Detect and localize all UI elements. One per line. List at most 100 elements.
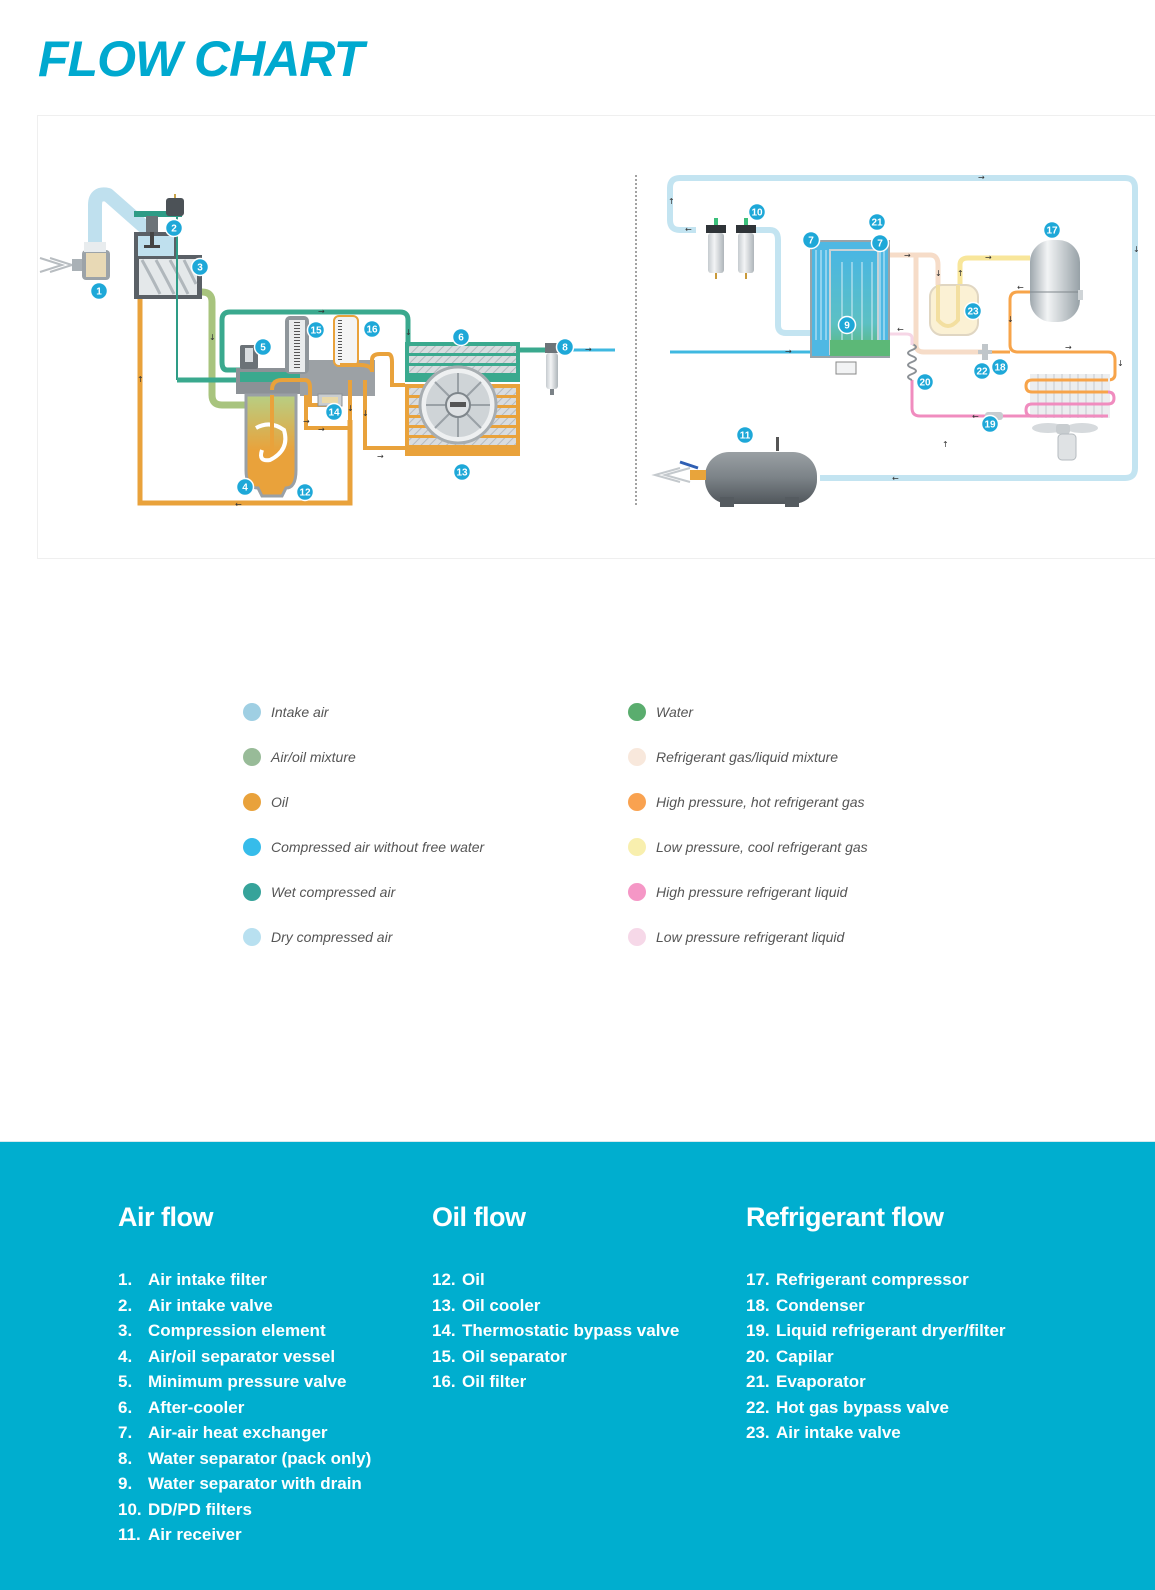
badge-number: 21 <box>871 218 883 229</box>
legend-item: Refrigerant gas/liquid mixture <box>628 747 838 767</box>
flow-arrow-icon: ↓ <box>1117 359 1124 368</box>
flow-arrow-icon: ← <box>972 412 979 421</box>
badge-number: 23 <box>967 307 979 318</box>
badge-circle <box>190 257 210 277</box>
flow-arrow-icon: → <box>978 173 985 182</box>
badge-circle <box>747 202 767 222</box>
badge-number: 8 <box>562 343 568 354</box>
flow-arrow-icon: ← <box>235 500 242 509</box>
callout-badge: 23 <box>963 301 983 321</box>
part-label: Liquid refrigerant dryer/filter <box>776 1321 1006 1340</box>
part-label: Refrigerant compressor <box>776 1270 969 1289</box>
part-list-item: 4.Air/oil separator vessel <box>118 1344 371 1370</box>
legend-item: Dry compressed air <box>243 927 392 947</box>
part-list-item: 6.After-cooler <box>118 1395 371 1421</box>
legend-item: Water <box>628 702 693 722</box>
part-label: Capilar <box>776 1346 834 1366</box>
outlet-arrow-icon <box>651 467 691 483</box>
callout-badge: 22 <box>972 361 992 381</box>
legend-item: Wet compressed air <box>243 882 395 902</box>
part-label: Compression element <box>148 1321 326 1340</box>
flow-arrow-icon: ↓ <box>209 333 216 342</box>
part-label: Oil filter <box>462 1372 527 1391</box>
hot-gas-bypass-valve <box>978 344 992 360</box>
legend-swatch <box>243 793 261 811</box>
callout-badge: 12 <box>295 482 315 502</box>
part-label: Thermostatic bypass valve <box>462 1321 680 1340</box>
part-list-item: 2.Air intake valve <box>118 1293 371 1319</box>
oil-filter <box>333 315 359 367</box>
part-number: 9. <box>118 1474 133 1493</box>
legend-item: Low pressure refrigerant liquid <box>628 927 844 947</box>
legend-label: Intake air <box>271 704 329 720</box>
callout-badge: 3 <box>190 257 210 277</box>
badge-number: 7 <box>808 236 814 247</box>
part-number: 20. <box>746 1346 770 1366</box>
part-list-item: 19.Liquid refrigerant dryer/filter <box>746 1318 1006 1344</box>
part-list-item: 7.Air-air heat exchanger <box>118 1420 371 1446</box>
badge-circle <box>306 320 326 340</box>
flow-arrow-icon: ← <box>892 474 899 483</box>
badge-circle <box>324 402 344 422</box>
flow-arrow-icon: ↓ <box>1007 315 1014 324</box>
refrigerant-flow-column: Refrigerant flow 17.Refrigerant compress… <box>746 1202 1006 1446</box>
legend-swatch <box>243 883 261 901</box>
badge-number: 14 <box>328 408 340 419</box>
flow-arrow-icon: → <box>303 417 310 426</box>
part-label: Air intake filter <box>148 1270 268 1289</box>
badge-number: 4 <box>242 483 248 494</box>
badge-number: 6 <box>458 333 464 344</box>
part-label: Air/oil separator vessel <box>148 1346 336 1366</box>
callout-badge: 18 <box>990 357 1010 377</box>
badge-circle <box>801 230 821 250</box>
badge-circle <box>837 315 857 335</box>
badge-number: 13 <box>456 468 468 479</box>
callout-badge: 1 <box>89 281 109 301</box>
flow-arrow-icon: → <box>1065 343 1072 352</box>
refrigerant-flow-heading: Refrigerant flow <box>746 1202 944 1232</box>
part-list-item: 1.Air intake filter <box>118 1267 371 1293</box>
badge-circle <box>980 414 1000 434</box>
part-number: 22. <box>746 1397 770 1417</box>
part-number: 5. <box>118 1372 133 1391</box>
part-list-item: 13.Oil cooler <box>432 1293 679 1319</box>
legend-label: Refrigerant gas/liquid mixture <box>656 749 839 765</box>
badge-number: 16 <box>366 325 378 336</box>
legend-item: Intake air <box>243 702 329 722</box>
badge-circle <box>963 301 983 321</box>
flow-arrow-icon: ↓ <box>405 328 412 337</box>
legend-label: Dry compressed air <box>271 929 393 945</box>
part-number: 23. <box>746 1423 770 1442</box>
legend-swatch <box>628 748 646 766</box>
legend-label: Low pressure refrigerant liquid <box>656 929 845 945</box>
badge-circle <box>870 233 890 253</box>
badge-circle <box>990 357 1010 377</box>
cooling-fan <box>418 365 498 445</box>
badge-number: 7 <box>877 239 883 250</box>
flow-arrow-icon: ↓ <box>362 409 369 418</box>
callout-badge: 13 <box>452 462 472 482</box>
callout-badge: 17 <box>1042 220 1062 240</box>
legend-item: Low pressure, cool refrigerant gas <box>628 837 868 857</box>
callout-badge: 10 <box>747 202 767 222</box>
badge-number: 9 <box>844 321 850 332</box>
air-flow-heading: Air flow <box>118 1202 214 1232</box>
flow-arrow-icon: → <box>318 425 325 434</box>
callout-badge: 14 <box>324 402 344 422</box>
low-pressure-gas-pipe <box>957 255 1030 285</box>
part-list-item: 17.Refrigerant compressor <box>746 1267 1006 1293</box>
part-number: 7. <box>118 1423 133 1442</box>
legend-item: High pressure refrigerant liquid <box>628 882 847 902</box>
part-label: Hot gas bypass valve <box>776 1397 949 1417</box>
legend-label: High pressure, hot refrigerant gas <box>656 794 865 810</box>
badge-circle <box>164 218 184 238</box>
legend-swatch <box>243 703 261 721</box>
part-label: Oil <box>462 1270 485 1289</box>
part-label: After-cooler <box>148 1397 245 1417</box>
callout-badge: 5 <box>253 337 273 357</box>
badge-number: 11 <box>740 431 751 442</box>
part-list-item: 16.Oil filter <box>432 1369 679 1395</box>
badge-circle <box>555 337 575 357</box>
